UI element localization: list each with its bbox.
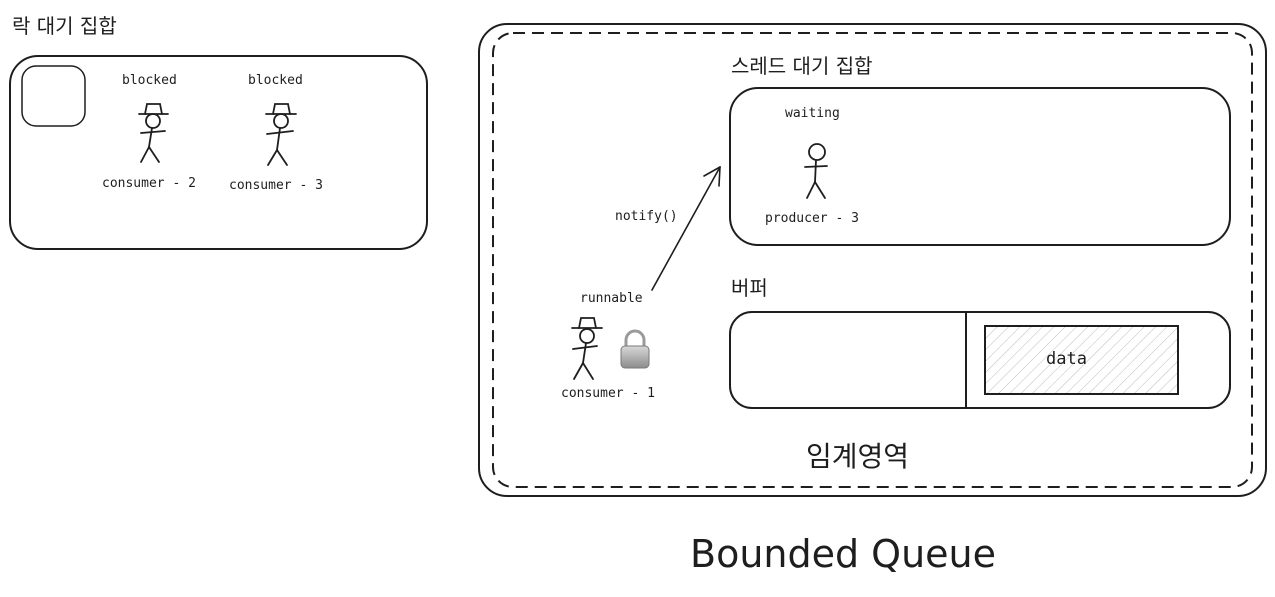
- lock-wait-set-title: 락 대기 집합: [12, 14, 117, 38]
- consumer-1-label: consumer - 1: [561, 386, 655, 401]
- producer-3-label: producer - 3: [765, 211, 859, 226]
- empty-slot-box: [21, 65, 86, 127]
- notify-arrow: [651, 166, 721, 291]
- consumer-2-state: blocked: [122, 73, 177, 88]
- producer-3-figure: [804, 143, 828, 199]
- buffer-box: [729, 311, 1231, 409]
- buffer-title: 버퍼: [731, 276, 768, 300]
- consumer-3-state: blocked: [248, 73, 303, 88]
- thread-wait-set-title: 스레드 대기 집합: [731, 54, 873, 78]
- consumer-3-label: consumer - 3: [229, 178, 323, 193]
- notify-label: notify(): [615, 209, 678, 224]
- consumer-1-state: runnable: [580, 291, 643, 306]
- producer-3-state: waiting: [785, 106, 840, 121]
- lock-wait-set-box: [9, 55, 428, 250]
- critical-section-outer-box: [478, 23, 1267, 497]
- consumer-2-figure: [138, 103, 169, 163]
- consumer-1-figure: [571, 317, 603, 380]
- footer-title: Bounded Queue: [690, 532, 997, 576]
- consumer-3-figure: [265, 103, 297, 166]
- thread-wait-set-box: [729, 87, 1231, 246]
- critical-section-dashed-box: [492, 32, 1253, 488]
- consumer-2-label: consumer - 2: [102, 176, 196, 191]
- buffer-data-slot: [984, 325, 1179, 395]
- lock-icon: [620, 329, 650, 369]
- buffer-data-label: data: [1046, 349, 1087, 369]
- critical-section-title: 임계영역: [806, 440, 910, 473]
